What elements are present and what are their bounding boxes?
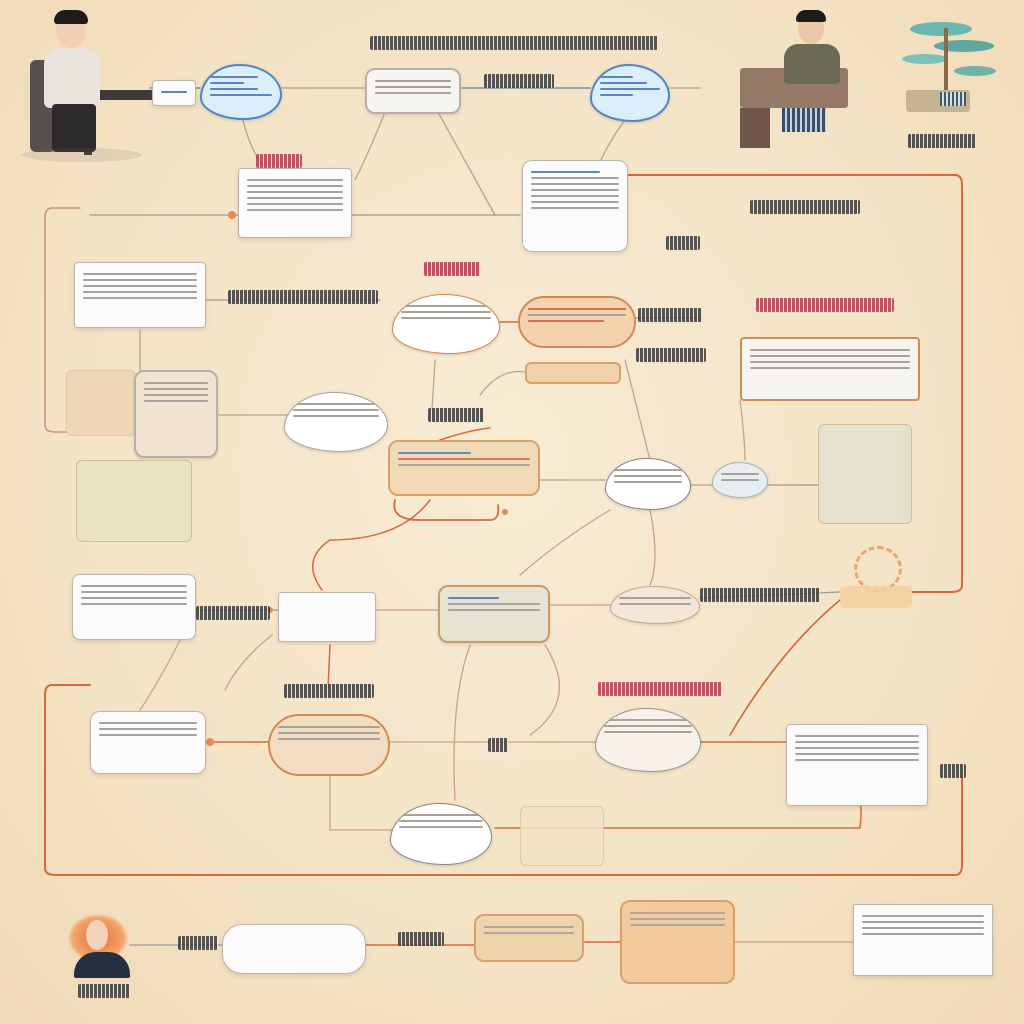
connector-29 — [224, 634, 273, 691]
connector-37 — [329, 769, 393, 831]
speech-cloud-top-right — [590, 64, 670, 122]
cloud-center — [392, 294, 500, 354]
label-box — [152, 80, 196, 106]
cloud-bottom-center — [390, 803, 492, 865]
connector-19 — [439, 427, 491, 441]
panel-bottom-row-3 — [620, 900, 735, 984]
ghost-panel-left — [66, 370, 136, 436]
connector-12 — [431, 359, 436, 411]
card-left — [74, 262, 206, 328]
caption-tree — [908, 134, 976, 148]
cloud-tiny-right — [712, 462, 768, 498]
pill-bottom-center — [268, 714, 390, 776]
panel-top-center — [365, 68, 461, 114]
caption-right-2 — [666, 236, 700, 250]
connector-3 — [437, 111, 496, 216]
person-top-right — [740, 8, 860, 148]
caption-center-tag — [424, 262, 480, 276]
ghost-panel-bottom — [520, 806, 604, 866]
caption-mid-right — [636, 348, 706, 362]
caption-bottom-left — [178, 936, 218, 950]
caption-bottom-center — [398, 932, 444, 946]
gear-icon — [840, 542, 912, 622]
cloud-mid-right — [605, 458, 691, 510]
person-bottom-left — [68, 908, 138, 983]
cloud-bottom-right — [595, 708, 701, 772]
pill-small-orange — [525, 362, 621, 384]
caption-left-mid — [196, 606, 270, 620]
connector-22 — [649, 509, 656, 586]
card-bottom-row-4 — [853, 904, 993, 976]
connector-4 — [599, 119, 626, 163]
panel-center-lower — [438, 585, 550, 643]
caption-right-line — [756, 298, 894, 312]
caption-pill-right — [638, 308, 702, 322]
connector-34 — [529, 644, 560, 736]
panel-left-middle — [134, 370, 218, 458]
connector-18 — [393, 499, 500, 521]
junction-dot — [502, 509, 508, 515]
connector-27 — [327, 644, 331, 691]
card-top-right — [522, 160, 628, 252]
pill-bottom-row-1 — [222, 924, 366, 974]
card-left-lower — [72, 574, 196, 640]
connector-left-loop — [44, 207, 81, 433]
caption-person-bottom — [78, 984, 130, 998]
connector-2 — [354, 111, 386, 181]
card-top-left — [238, 168, 352, 238]
caption-left-line — [228, 290, 378, 304]
caption-right-mid — [700, 588, 820, 602]
person-top-left — [22, 10, 164, 162]
connector-14 — [624, 359, 651, 461]
junction-dot — [206, 738, 214, 746]
card-center-lower — [278, 592, 376, 642]
frame-right — [740, 337, 920, 401]
caption-top-center — [484, 74, 554, 88]
caption-title-top — [370, 36, 658, 50]
cloud-small-left — [284, 392, 388, 452]
connector-13 — [479, 370, 526, 396]
panel-bottom-row-2 — [474, 914, 584, 962]
pill-center-right — [518, 296, 636, 348]
connector-bottom-loop — [44, 684, 963, 876]
panel-right-faded — [818, 424, 912, 524]
caption-tag-1 — [256, 154, 302, 168]
connector-42 — [739, 399, 746, 461]
connector-21 — [519, 509, 611, 576]
connector-28 — [139, 639, 181, 711]
caption-center-lower — [284, 684, 374, 698]
bonsai-tree-icon — [900, 14, 1000, 124]
card-bottom-right — [786, 724, 928, 806]
connector-33 — [729, 599, 841, 736]
connector-20 — [311, 499, 431, 591]
speech-cloud-top-left — [200, 64, 282, 120]
caption-small-lower — [488, 738, 508, 752]
caption-right-1 — [750, 200, 860, 214]
connector-right-loop — [627, 174, 963, 593]
caption-center-label — [428, 408, 484, 422]
panel-left-faded — [76, 460, 192, 542]
cloud-small-right — [610, 586, 700, 624]
card-bottom-left — [90, 711, 206, 774]
caption-right-lower — [598, 682, 722, 696]
junction-dot — [228, 211, 236, 219]
connector-35 — [453, 644, 471, 801]
panel-center — [388, 440, 540, 496]
caption-bottom-tag — [940, 764, 966, 778]
